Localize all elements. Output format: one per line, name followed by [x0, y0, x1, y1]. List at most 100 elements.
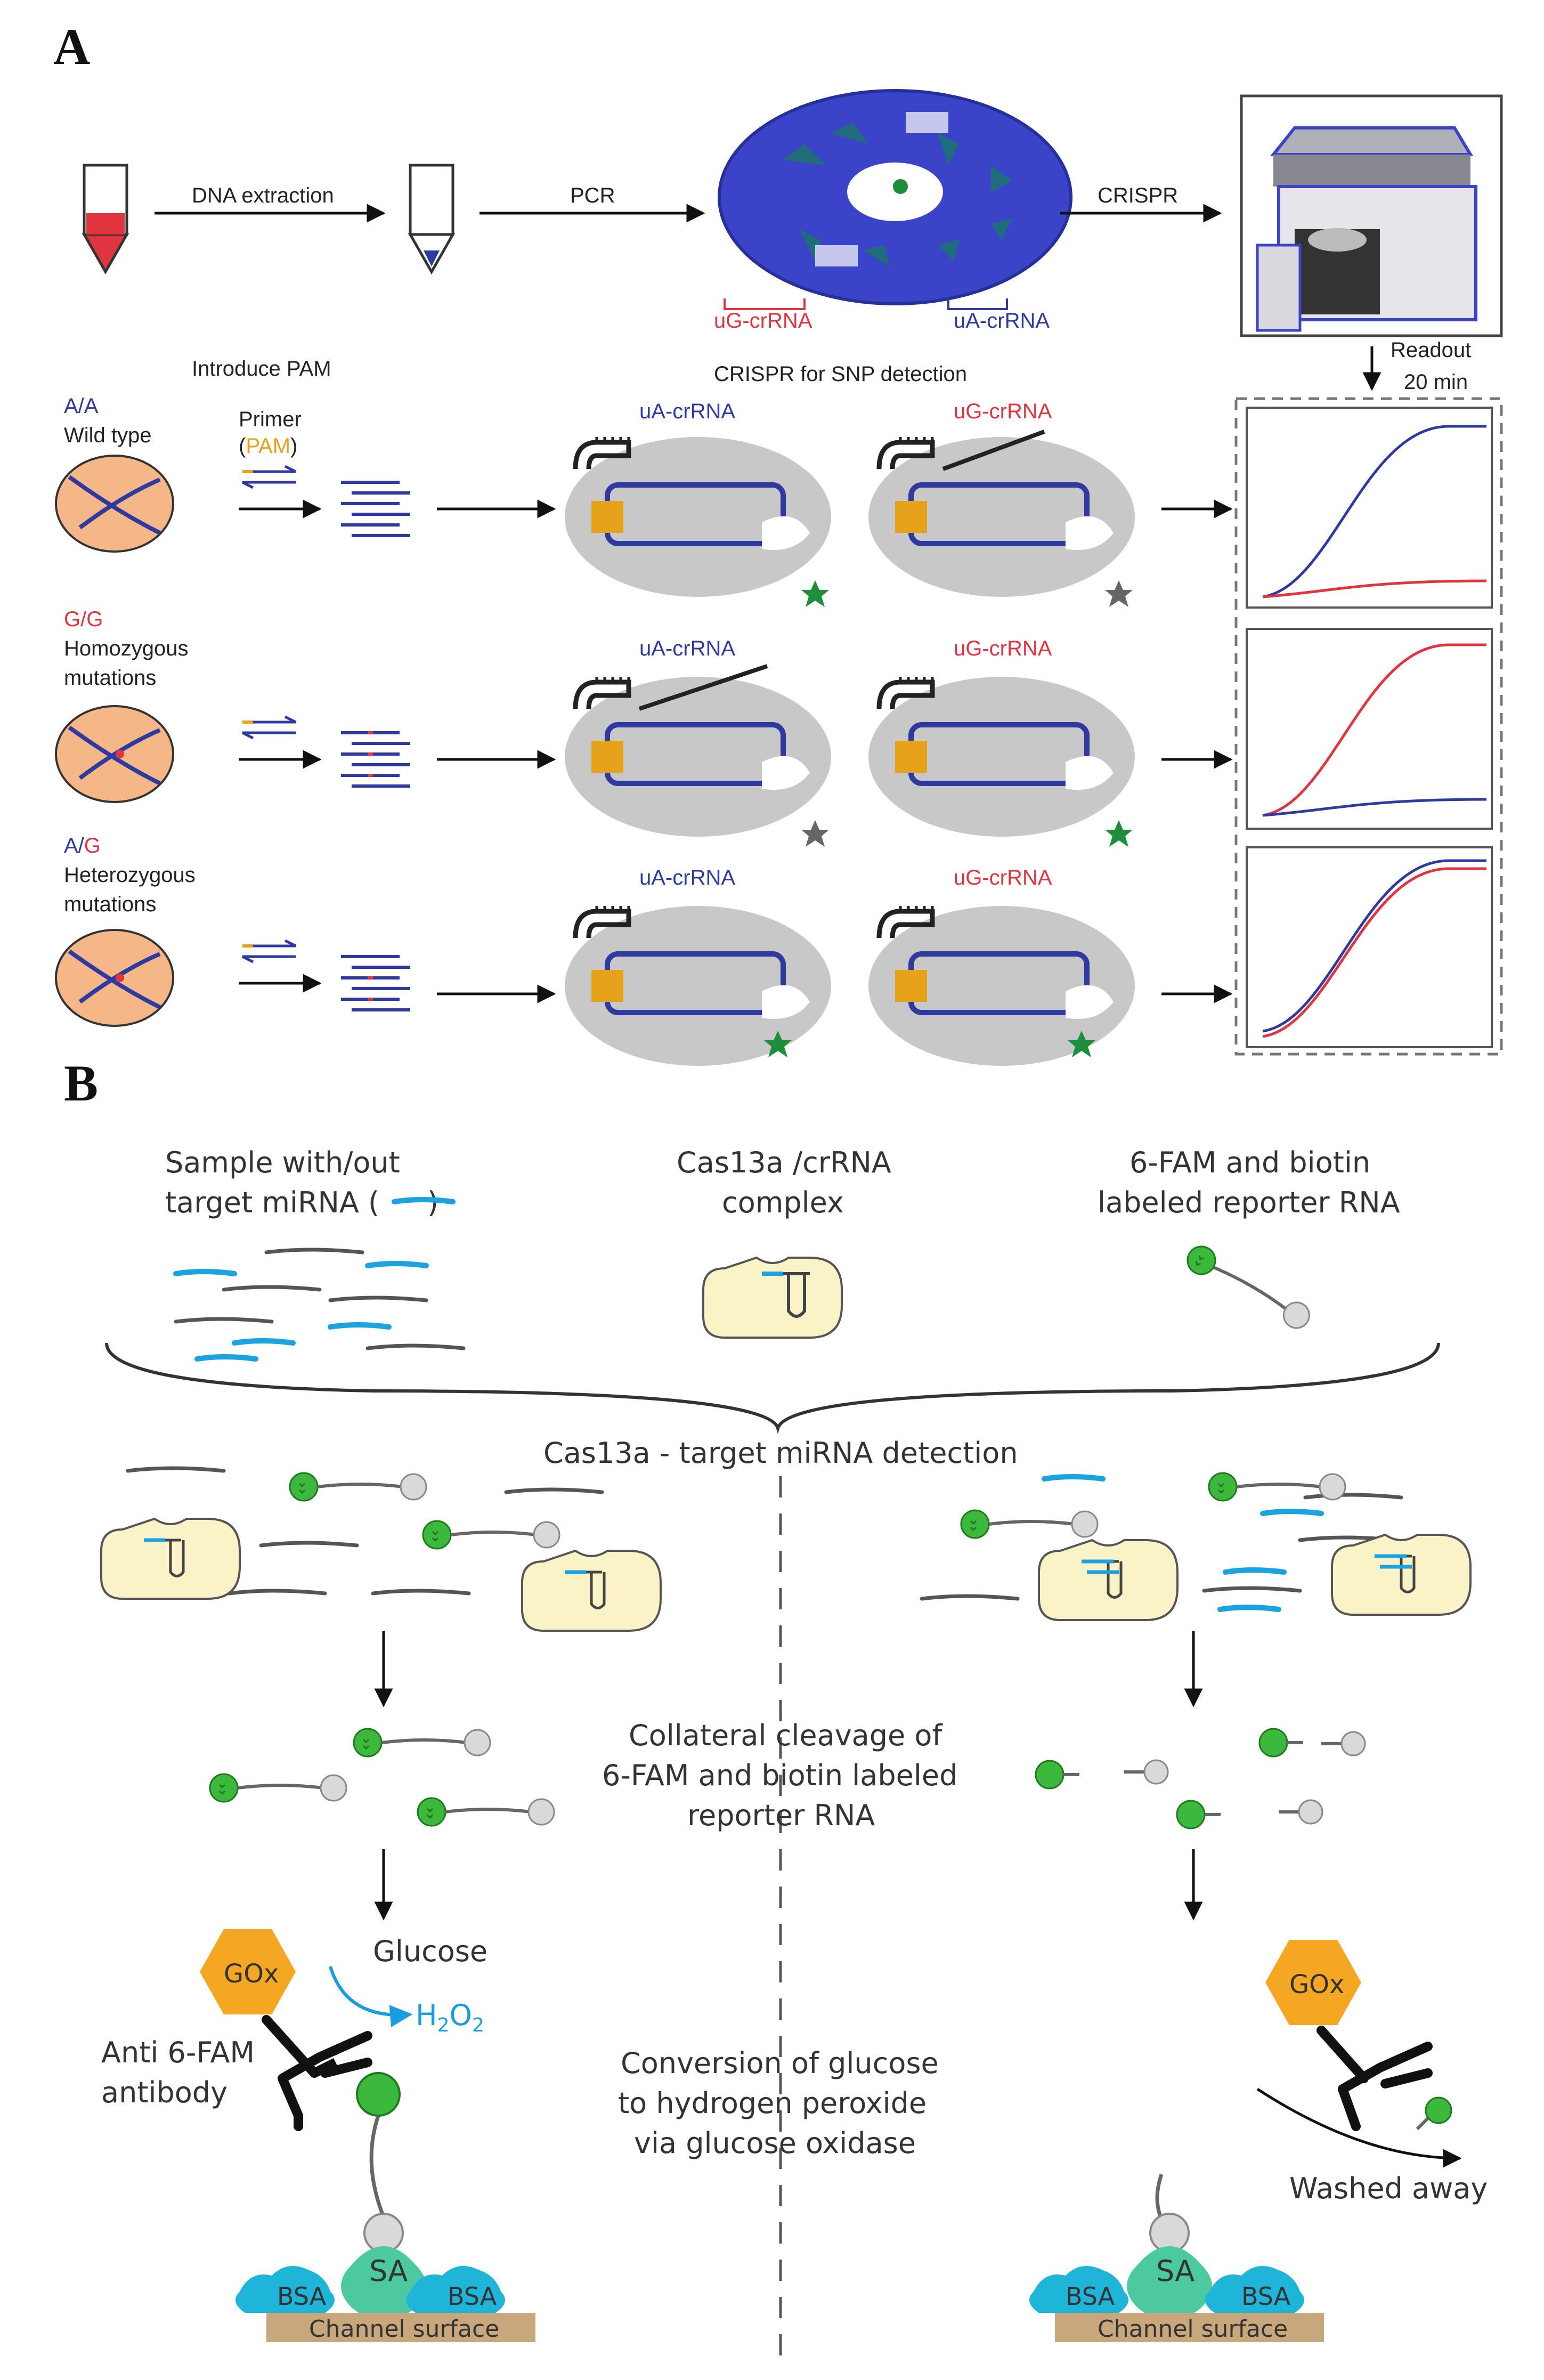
cas-line2: complex: [722, 1186, 844, 1219]
panel-b-label: B: [64, 1055, 98, 1112]
row3-ug-label: uG-crRNA: [954, 866, 1052, 889]
genotype-ag: A/G: [64, 834, 101, 857]
right-bsa-2-label: BSA: [1241, 2282, 1291, 2311]
dna-extraction-label: DNA extraction: [192, 184, 334, 207]
crispr-snp-label: CRISPR for SNP detection: [714, 362, 967, 386]
right-bsa-2: [1205, 2266, 1304, 2313]
homozygous-mutations-label: mutations: [64, 666, 156, 690]
row2-ug-cleaved-reporter: [1105, 820, 1133, 847]
microfluidic-disk: [718, 89, 1072, 305]
left-bsa-1: [235, 2266, 335, 2313]
readout-label: Readout: [1391, 338, 1471, 362]
washed-label: Washed away: [1289, 2172, 1488, 2205]
left-bsa-1-label: BSA: [277, 2282, 327, 2311]
left-surface-label: Channel surface: [309, 2316, 499, 2343]
mirna-legend-icon: [394, 1200, 453, 1202]
left-sa-label: SA: [369, 2254, 408, 2288]
disk-ua-label: uA-crRNA: [954, 309, 1050, 333]
blue-sample-tube: [408, 164, 456, 275]
right-detection-with-target: [922, 1473, 1472, 1621]
left-bsa-2-label: BSA: [448, 2282, 497, 2311]
plot-row2: [1246, 628, 1493, 830]
row2-ua-complex: [565, 677, 831, 837]
right-gox-hexagon: [1265, 1940, 1361, 2025]
panel-a-label: A: [53, 18, 90, 75]
right-surface-label: Channel surface: [1098, 2316, 1288, 2343]
readout-time-label: 20 min: [1404, 370, 1468, 394]
row-homozygous: [55, 705, 174, 803]
collateral-line3: reporter RNA: [687, 1799, 875, 1832]
right-fam-stub: [1416, 2117, 1429, 2131]
genotype-gg: G/G: [64, 608, 103, 631]
ua-bracket: [947, 298, 1008, 310]
primers-row3: [239, 939, 410, 1011]
row2-ug-label: uG-crRNA: [954, 637, 1052, 660]
row2-ua-intact-reporter: [801, 820, 829, 847]
right-bsa-1: [1029, 2266, 1128, 2313]
glucose-label: Glucose: [373, 1934, 487, 1968]
collateral-line2: 6-FAM and biotin labeled: [602, 1759, 957, 1792]
conversion-line2: to hydrogen peroxide: [618, 2086, 927, 2120]
right-bsa-1-label: BSA: [1066, 2282, 1115, 2311]
row1-ua-cleaved-reporter: [801, 580, 829, 607]
left-tether: [369, 2115, 386, 2218]
readout-device: [1240, 94, 1503, 337]
left-antibody: [262, 2015, 372, 2131]
cas-line1: Cas13a /crRNA: [677, 1146, 891, 1179]
right-channel-surface: [1055, 2313, 1324, 2342]
row2-ug-complex: [868, 677, 1135, 837]
row1-ug-intact-reporter: [1105, 580, 1133, 607]
readout-plots-frame: [1234, 397, 1503, 1056]
genotype-aa: A/A: [64, 394, 99, 418]
reporter-line1: 6-FAM and biotin: [1129, 1146, 1370, 1179]
left-bsa-2: [406, 2266, 505, 2313]
ug-bracket: [724, 298, 806, 310]
pcr-label: PCR: [570, 184, 615, 207]
sample-line1: Sample with/out: [165, 1146, 400, 1179]
row1-ug-complex: [868, 437, 1135, 597]
primers-row1: [239, 465, 410, 537]
row-heterozygous: [55, 929, 174, 1027]
row1-ua-complex: [565, 437, 831, 597]
wild-type-label: Wild type: [64, 424, 152, 447]
homozygous-label: Homozygous: [64, 637, 188, 660]
row2-ua-label: uA-crRNA: [639, 637, 735, 660]
sample-line2: target miRNA (): [165, 1186, 438, 1219]
left-channel-surface: [266, 2313, 535, 2342]
right-cleaved-reporters: [1035, 1728, 1366, 1829]
row2-ua-mismatch-strand: [638, 664, 768, 711]
washed-arrow: [1256, 2087, 1462, 2168]
left-fam-bound: [356, 2072, 401, 2117]
combine-brace: [105, 1342, 1440, 1434]
right-fam-free: [1425, 2096, 1452, 2124]
left-gox-hexagon: [200, 1929, 296, 2014]
right-sa: [1127, 2246, 1212, 2321]
right-gox-label: GOx: [1289, 1970, 1344, 1999]
row1-ug-mismatch-strand: [942, 430, 1045, 471]
plot-row3: [1246, 846, 1493, 1048]
antibody-line2: antibody: [101, 2076, 227, 2109]
heterozygous-mutations-label: mutations: [64, 893, 156, 916]
left-detection-no-target: [100, 1468, 662, 1632]
cas13a-crrna-complex: [702, 1257, 843, 1339]
conversion-line1: Conversion of glucose: [621, 2046, 939, 2080]
crispr-label: CRISPR: [1098, 184, 1178, 207]
glucose-arrow: [329, 1966, 413, 2028]
reporter-line2: labeled reporter RNA: [1098, 1186, 1400, 1219]
left-intact-reporters: [210, 1729, 554, 1826]
heterozygous-label: Heterozygous: [64, 863, 196, 887]
primers-row2: [239, 715, 410, 788]
antibody-line1: Anti 6-FAM: [101, 2036, 255, 2069]
row1-ug-label: uG-crRNA: [954, 400, 1052, 423]
plot-row1: [1246, 407, 1493, 609]
primer-label: Primer: [239, 408, 302, 431]
row3-ua-complex: [565, 906, 831, 1066]
left-gox-label: GOx: [224, 1959, 279, 1989]
reporter-rna: [1182, 1241, 1314, 1333]
red-sample-tube: [82, 164, 129, 275]
introduce-pam-label: Introduce PAM: [192, 357, 331, 381]
row3-ua-label: uA-crRNA: [639, 866, 735, 889]
conversion-line3: via glucose oxidase: [634, 2126, 916, 2160]
row1-ua-label: uA-crRNA: [639, 400, 735, 423]
